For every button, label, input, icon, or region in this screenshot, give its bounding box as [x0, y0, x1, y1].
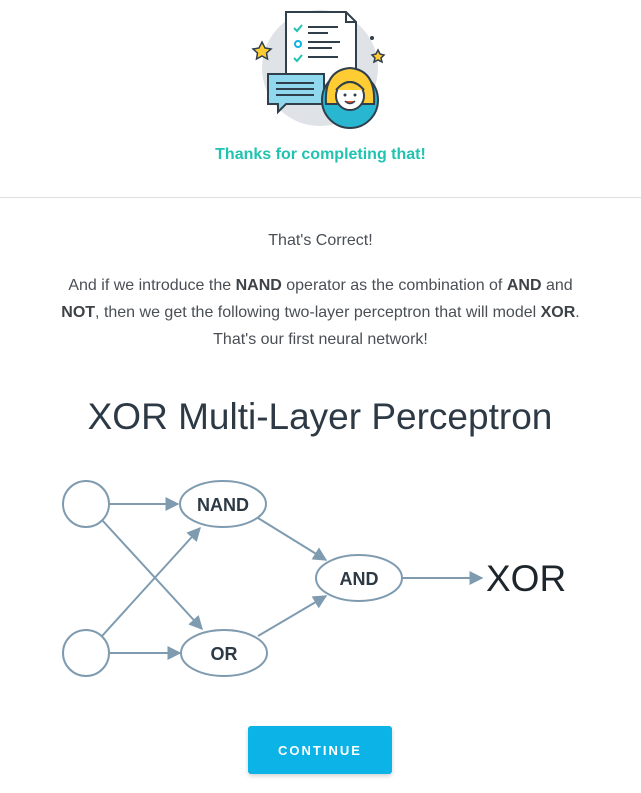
explanation-bold: AND	[506, 277, 542, 294]
explanation-text: And if we introduce the NAND operator as…	[40, 272, 601, 353]
or-node	[180, 629, 268, 677]
thanks-message: Thanks for completing that!	[215, 146, 426, 163]
explanation-segment: operator as the combination of	[281, 277, 507, 294]
xor-perceptron-diagram: XOR Multi-Layer Perceptron NAND OR AND X…	[62, 396, 566, 677]
input-node-1	[62, 480, 110, 528]
input-node-2	[62, 629, 110, 677]
explanation-bold: NOT	[61, 304, 96, 321]
explanation-bold: XOR	[540, 304, 576, 321]
divider	[0, 197, 641, 198]
explanation-segment: And if we introduce the	[68, 277, 236, 294]
completion-header: Thanks for completing that!	[0, 0, 641, 197]
completion-illustration	[251, 10, 386, 129]
diagram-edges	[101, 497, 484, 660]
continue-button[interactable]: CONTINUE	[248, 726, 392, 774]
or-node-label: OR	[211, 644, 238, 664]
explanation-segment: . That's our first neural network!	[213, 304, 580, 348]
nand-node-label: NAND	[197, 495, 249, 515]
and-node	[315, 554, 403, 602]
xor-output-label: XOR	[486, 558, 566, 599]
explanation-segment: and	[541, 277, 573, 294]
explanation-bold: NAND	[235, 277, 282, 294]
correct-status: That's Correct!	[268, 232, 373, 249]
diagram-title: XOR Multi-Layer Perceptron	[88, 396, 553, 437]
explanation-segment: , then we get the following two-layer pe…	[95, 304, 541, 321]
nand-node	[179, 480, 267, 528]
and-node-label: AND	[340, 569, 379, 589]
